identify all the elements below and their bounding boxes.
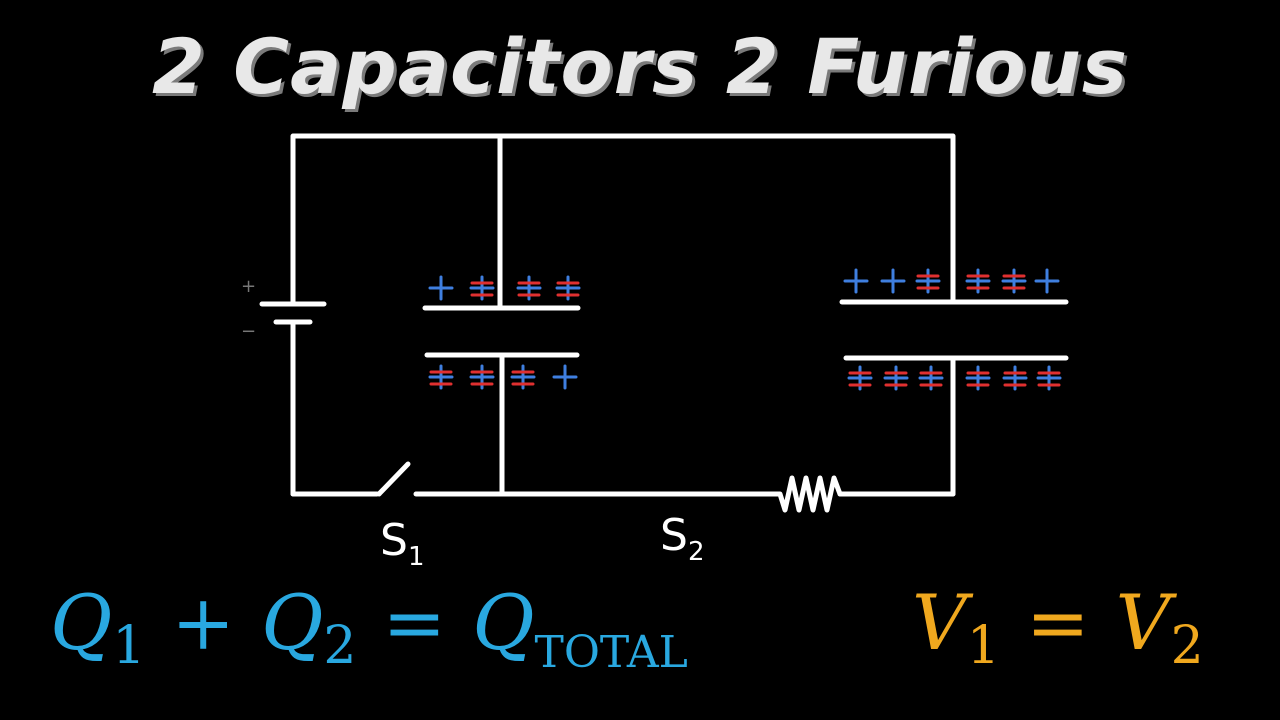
mixed-charge-capacitor-2-bottom-plate xyxy=(883,365,909,391)
v2-subscript: 2 xyxy=(1170,616,1204,676)
switch-s1-lever xyxy=(376,461,411,497)
s1-subscript: 1 xyxy=(407,542,425,572)
mixed-charge-capacitor-2-bottom-plate xyxy=(1036,365,1062,391)
charge-conservation-equation: Q1+Q2=QTOTAL xyxy=(50,585,688,675)
mixed-charge-capacitor-2-top-plate xyxy=(1001,268,1027,294)
mixed-charge-capacitor-2-bottom-plate xyxy=(965,365,991,391)
resistor-symbol xyxy=(772,475,843,513)
positive-charge-capacitor-2-top-plate xyxy=(1034,268,1060,294)
switch-s2-label: S2 xyxy=(660,510,704,567)
positive-charge-capacitor-1-bottom-plate xyxy=(552,364,578,390)
v1-symbol: V xyxy=(912,578,967,667)
battery-negative-mark: − xyxy=(241,321,256,342)
q2-subscript: 2 xyxy=(323,616,357,676)
mixed-charge-capacitor-1-top-plate xyxy=(469,275,495,301)
positive-charge-capacitor-2-top-plate xyxy=(880,268,906,294)
plus-sign: + xyxy=(171,578,236,667)
wire-left xyxy=(290,133,956,305)
switch-s1-label: S1 xyxy=(380,515,424,572)
equals-sign: = xyxy=(382,578,447,667)
battery-positive-mark: + xyxy=(241,276,256,297)
positive-charge-capacitor-2-top-plate xyxy=(843,268,869,294)
mixed-charge-capacitor-2-top-plate xyxy=(915,268,941,294)
mixed-charge-capacitor-1-top-plate xyxy=(516,275,542,301)
v2-symbol: V xyxy=(1115,578,1171,667)
mixed-charge-capacitor-1-bottom-plate xyxy=(510,364,536,390)
mixed-charge-capacitor-1-bottom-plate xyxy=(469,364,495,390)
s2-subscript: 2 xyxy=(687,537,705,567)
s2-letter: S xyxy=(660,510,688,561)
mixed-charge-capacitor-2-bottom-plate xyxy=(847,365,873,391)
mixed-charge-capacitor-1-top-plate xyxy=(555,275,581,301)
positive-charge-capacitor-1-top-plate xyxy=(428,275,454,301)
qtotal-subscript: TOTAL xyxy=(534,627,688,678)
charge-symbols xyxy=(428,268,1062,391)
mixed-charge-capacitor-2-bottom-plate xyxy=(918,365,944,391)
q1-subscript: 1 xyxy=(112,616,146,676)
q2-symbol: Q xyxy=(261,578,324,667)
qtotal-symbol: Q xyxy=(472,578,535,667)
page-title: 2 Capacitors 2 Furious xyxy=(151,22,1129,111)
equals-sign-voltage: = xyxy=(1025,578,1090,667)
mixed-charge-capacitor-2-bottom-plate xyxy=(1002,365,1028,391)
q1-symbol: Q xyxy=(50,578,113,667)
voltage-equality-equation: V1=V2 xyxy=(912,585,1204,673)
mixed-charge-capacitor-2-top-plate xyxy=(965,268,991,294)
v1-subscript: 1 xyxy=(966,616,1000,676)
mixed-charge-capacitor-1-bottom-plate xyxy=(428,364,454,390)
s1-letter: S xyxy=(380,515,408,566)
